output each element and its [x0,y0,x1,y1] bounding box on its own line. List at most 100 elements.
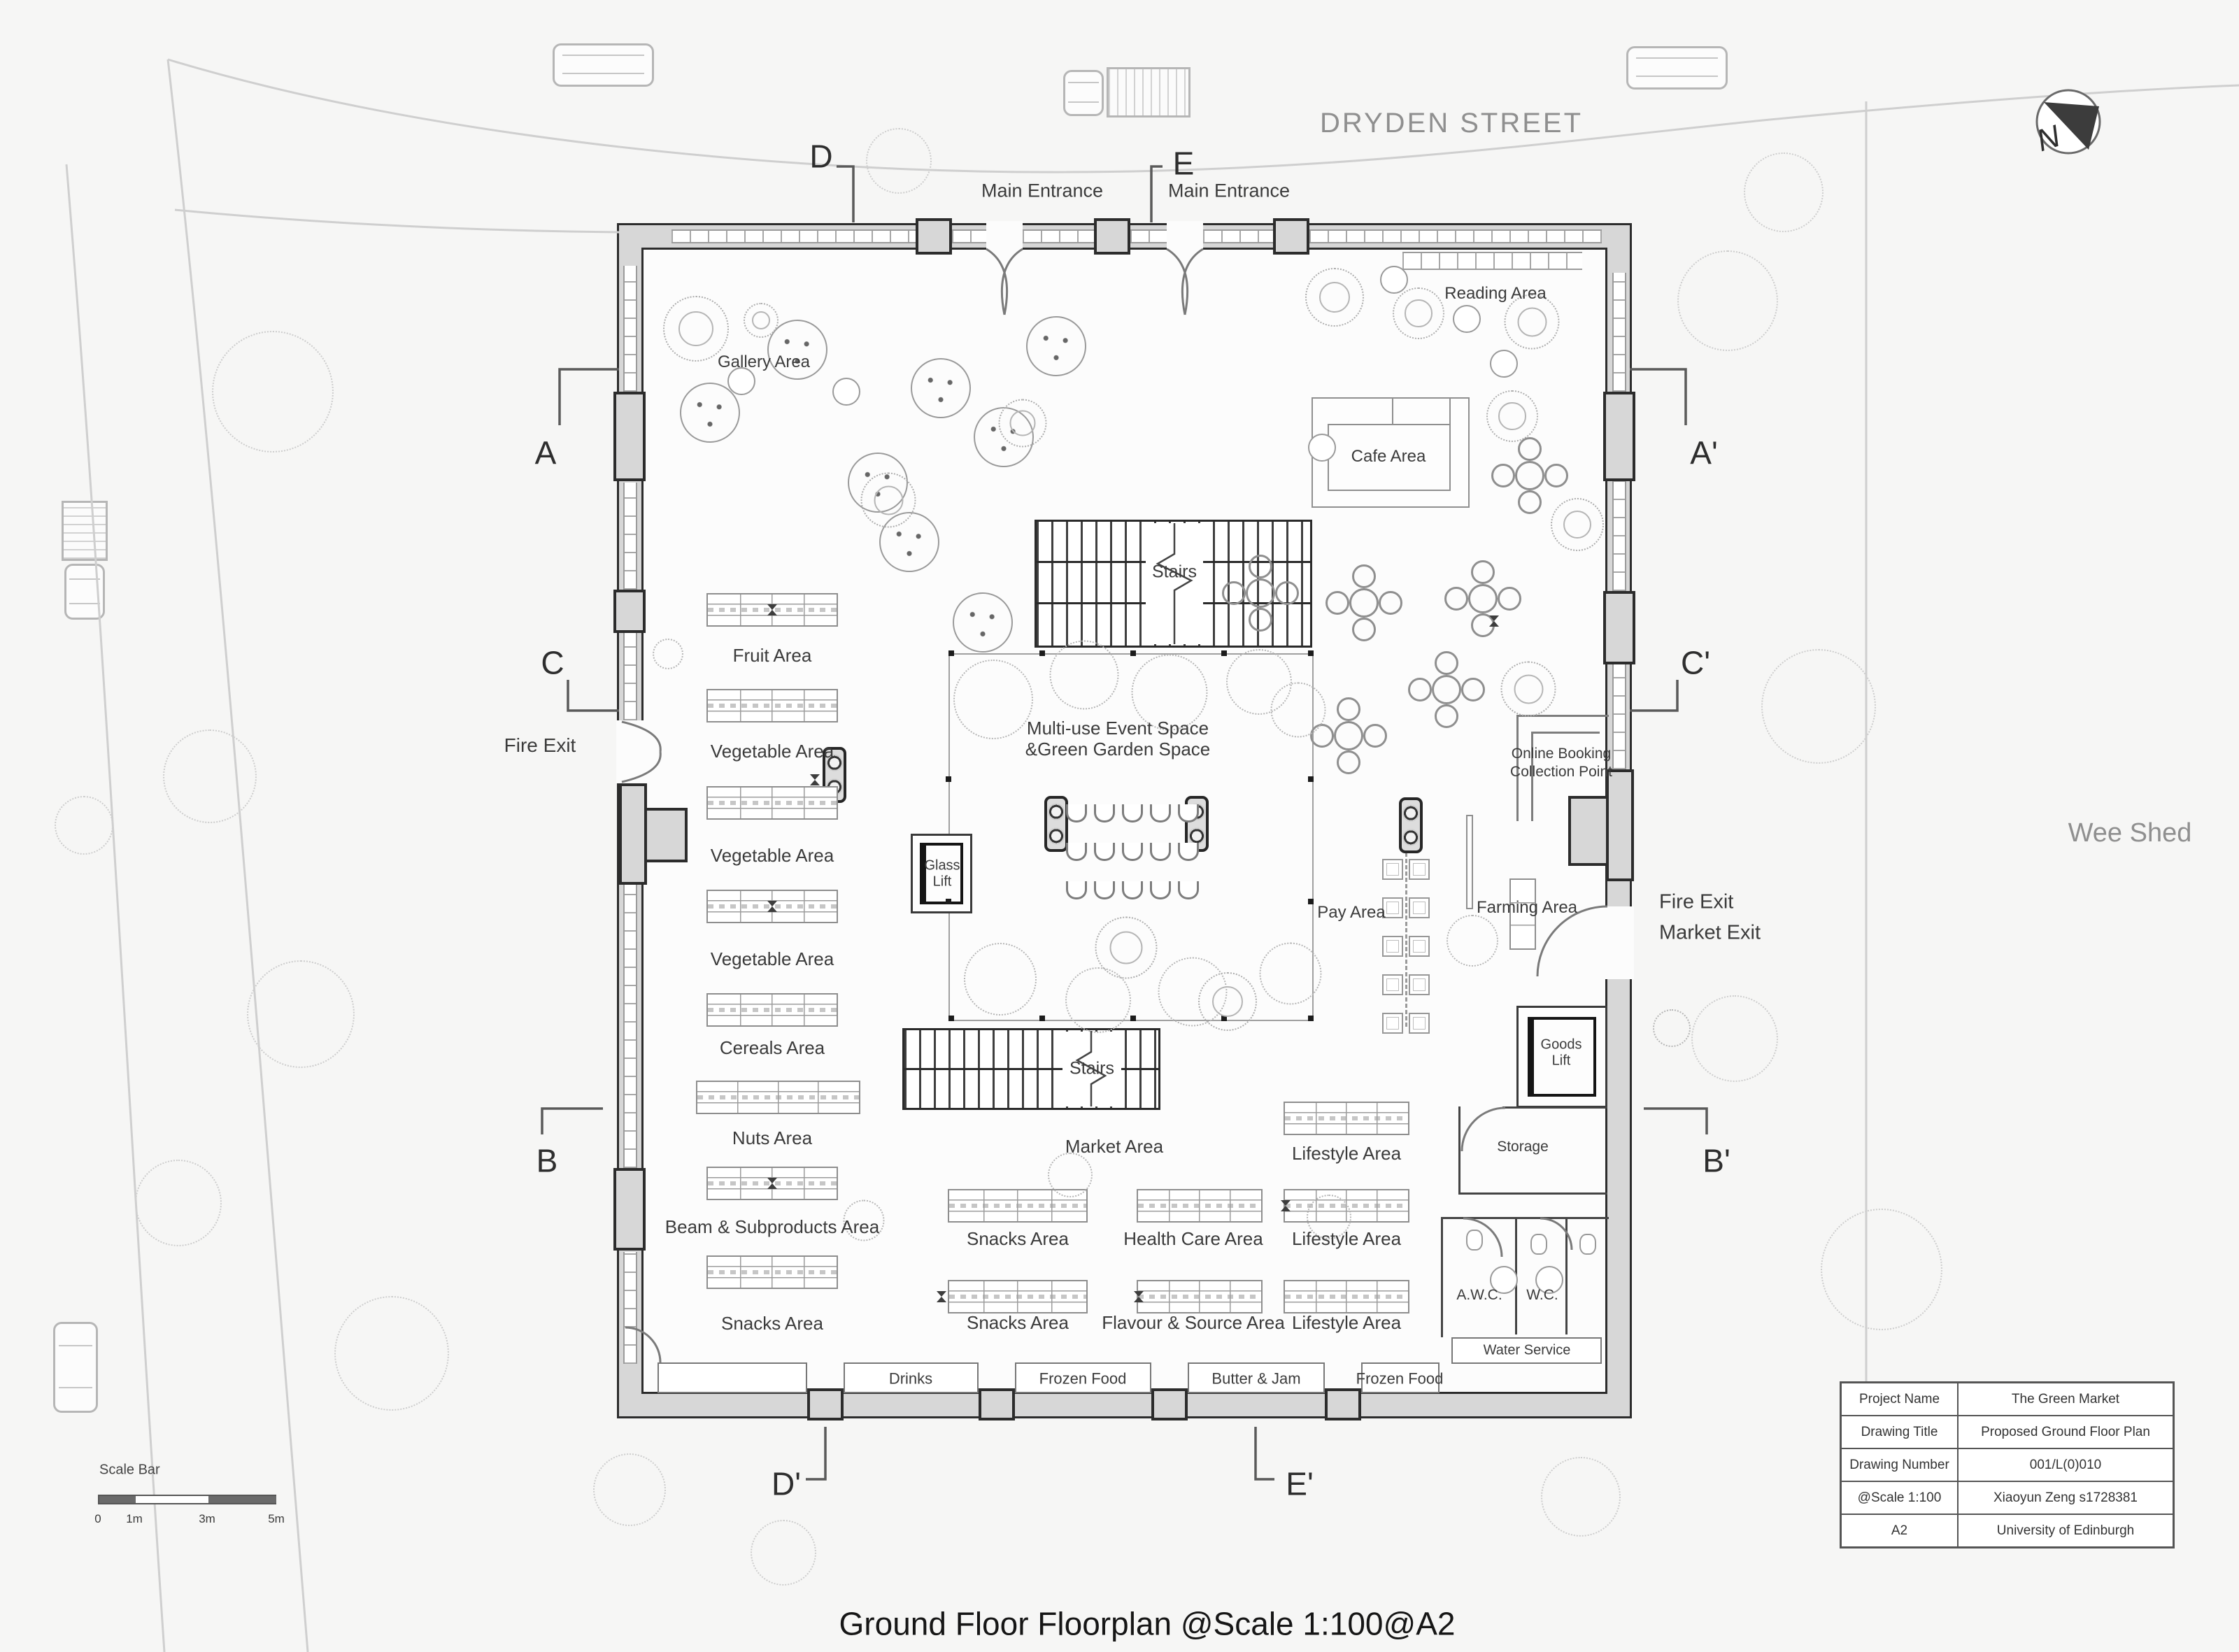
water-service-unit [1451,1337,1602,1364]
column-dot [948,650,954,656]
storage-label: Storage [1497,1138,1549,1155]
wall-shelf-drinks [844,1362,979,1393]
main-entrance-1-label: Main Entrance [981,180,1104,201]
speaker [1399,797,1423,853]
nuts-area-label: Nuts Area [732,1127,813,1149]
fire-exit-label: Fire Exit [504,734,576,756]
event-chair [1150,843,1171,861]
gallery-table [680,383,740,443]
level-marker [765,1178,779,1189]
cafe-counter-inner [1328,424,1451,491]
market-stall-table [706,993,838,1027]
section-marker-c-prime: C' [1680,644,1711,681]
title-block-label: @Scale 1:100 [1841,1481,1958,1514]
event-chair [1094,843,1115,861]
room-wall [1458,1106,1460,1195]
stool [727,367,755,395]
cafe-counter-corner [1392,397,1451,425]
fire-exit-market-label-1: Fire Exit [1659,890,1734,913]
farming-area-label: Farming Area [1476,898,1578,918]
wee-shed-label: Wee Shed [2068,818,2192,848]
title-block-label: A2 [1841,1514,1958,1547]
cafe-table-4-seats [1325,564,1402,641]
title-block-label: Project Name [1841,1383,1958,1416]
planter-table [1393,287,1444,339]
event-chair [1178,804,1199,823]
vegetable-area-label-1: Vegetable Area [710,741,834,762]
planter-table [663,296,729,362]
window-strip [1612,273,1626,392]
event-chair [1122,843,1143,861]
lifestyle-area-label-3: Lifestyle Area [1291,1312,1402,1334]
market-exit-opening[interactable] [1605,906,1634,979]
market-area-label: Market Area [1065,1136,1164,1158]
section-marker-e: E [1172,145,1195,182]
event-chair [1122,881,1143,899]
indoor-plant [1270,682,1326,738]
pillar [1151,1388,1188,1420]
title-block-value: Xiaoyun Zeng s1728381 [1958,1481,2173,1514]
market-stall-table [1137,1189,1263,1223]
column-dot [1308,1016,1314,1021]
pillar [1568,796,1609,866]
window-strip [623,266,637,392]
section-marker-d: D [809,138,833,175]
tree [1541,1457,1621,1537]
level-marker [934,1291,948,1302]
planter-table [998,399,1047,448]
window-strip [1309,229,1602,243]
main-entrance-2-opening[interactable] [1167,221,1203,252]
indoor-plant [1048,1153,1093,1197]
goods-lift-car[interactable] [1528,1017,1596,1097]
lifestyle-area-label-2: Lifestyle Area [1291,1228,1402,1250]
checkout-till [1409,1013,1430,1034]
online-booking-label-2: Collection Point [1510,763,1612,780]
title-block-value: 001/L(0)010 [1958,1448,2173,1481]
column-dot [1308,776,1314,782]
market-stall-table [1284,1102,1409,1135]
pillar [613,1168,646,1251]
room-wall [1531,732,1533,821]
window-strip [1203,229,1273,243]
column-dot [1221,650,1227,656]
indoor-plant [843,1199,885,1241]
stool [1380,266,1408,294]
section-marker-a-prime: A' [1690,434,1718,471]
planter-table [744,303,779,338]
checkout-till [1382,974,1403,995]
stool [832,378,860,406]
section-marker-d-prime: D' [771,1465,802,1502]
farming-counter [1466,815,1473,909]
goods-lift-label-1: Goods [1540,1037,1582,1053]
checkout-till [1382,897,1403,918]
stairs-lower-label: Stairs [1069,1058,1114,1078]
main-entrance-1-opening[interactable] [986,221,1023,252]
cafe-table-4-seats [1491,437,1568,514]
checkout-till [1382,936,1403,957]
glass-lift-car[interactable] [920,843,963,904]
column-dot [1130,1016,1136,1021]
room-wall [1458,1192,1607,1195]
event-chair [1178,843,1199,861]
indoor-plant [953,660,1033,739]
level-marker [1279,1200,1293,1211]
event-chair [1150,881,1171,899]
room-wall [1531,732,1600,734]
planter-table [1504,294,1560,350]
market-stall-table [706,786,838,820]
window-strip [952,229,986,243]
tree [1677,250,1778,351]
column-dot [946,899,951,904]
event-chair [1066,881,1087,899]
water-service-label: Water Service [1483,1342,1571,1358]
market-stall-table [1284,1280,1409,1313]
pillar [1603,591,1635,664]
cafe-table-4-seats [1222,555,1299,632]
planter-table [1486,390,1538,442]
checkout-till [1409,936,1430,957]
window-strip [1130,229,1167,243]
gallery-area-label: Gallery Area [717,353,811,372]
planter-table [1095,916,1158,979]
